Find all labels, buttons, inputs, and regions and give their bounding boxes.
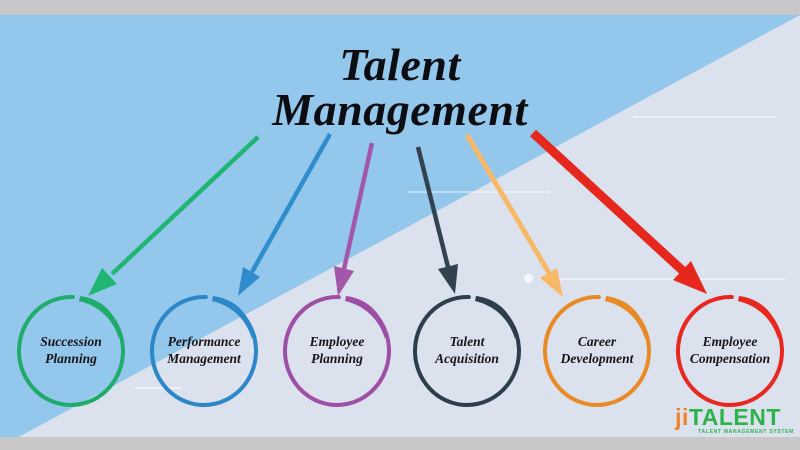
title-line-1: Talent xyxy=(339,39,461,90)
decor-line xyxy=(633,116,777,118)
decor-line xyxy=(407,191,550,193)
item-performance-management: Performance Management xyxy=(149,293,259,409)
swirl-circle-icon xyxy=(150,294,258,407)
item-career-development: Career Development xyxy=(542,293,652,409)
decor-dot xyxy=(524,274,533,283)
item-label: Career Development xyxy=(560,334,634,366)
swirl-circle-icon xyxy=(283,294,391,407)
item-label: Employee Compensation xyxy=(689,334,771,366)
brand-logo-prefix: ji xyxy=(675,404,689,430)
swirl-circle-icon xyxy=(17,294,125,407)
decor-line xyxy=(540,278,785,280)
brand-logo-tagline: TALENT MANAGEMENT SYSTEM xyxy=(698,429,794,435)
item-succession-planning: Succession Planning xyxy=(16,293,126,409)
item-label: Succession Planning xyxy=(40,334,102,366)
arrow-career-development xyxy=(464,133,563,297)
brand-logo-wordmark: jiTALENT xyxy=(675,406,794,429)
bottom-bar xyxy=(0,437,800,450)
decor-line xyxy=(135,387,181,389)
arrow-talent-acquisition xyxy=(415,146,458,294)
brand-logo: jiTALENT TALENT MANAGEMENT SYSTEM xyxy=(675,406,794,435)
item-label: Performance Management xyxy=(167,334,241,366)
item-label: Talent Acquisition xyxy=(435,334,499,366)
brand-logo-name: TALENT xyxy=(688,404,781,430)
page-title: Talent Management xyxy=(0,39,800,136)
arrow-performance-management xyxy=(238,132,332,296)
arrow-employee-planning xyxy=(334,142,375,296)
arrow-employee-compensation xyxy=(529,129,707,294)
title-line-2: Management xyxy=(272,84,528,136)
item-employee-compensation: Employee Compensation xyxy=(675,293,785,409)
arrow-succession-planning xyxy=(88,135,260,296)
item-talent-acquisition: Talent Acquisition xyxy=(412,293,522,409)
top-bar xyxy=(0,0,800,15)
swirl-circle-icon xyxy=(676,294,784,407)
item-label: Employee Planning xyxy=(309,334,365,366)
swirl-circle-icon xyxy=(543,294,651,407)
item-employee-planning: Employee Planning xyxy=(282,293,392,409)
swirl-circle-icon xyxy=(413,294,521,407)
